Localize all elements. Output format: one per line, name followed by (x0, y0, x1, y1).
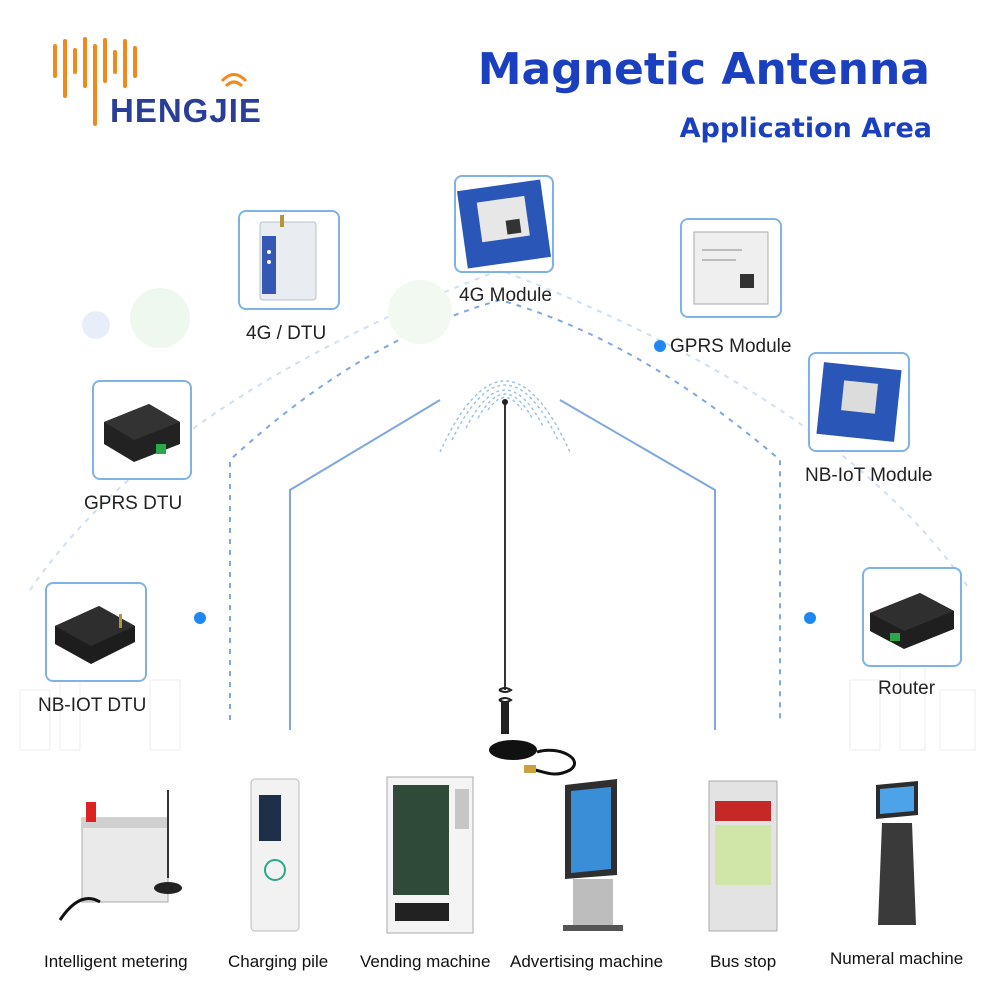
magnetic-antenna-icon (489, 399, 576, 776)
app-label-intelligent-metering: Intelligent metering (44, 952, 188, 971)
gprs-module-image (693, 231, 769, 305)
gprs-module-dot (654, 340, 666, 352)
brand-name: HENGJIE (110, 92, 262, 129)
router-card (862, 567, 962, 667)
numeral-machine-image (876, 781, 918, 925)
page-title: Magnetic Antenna (477, 44, 930, 95)
dtu-4g-card (238, 210, 340, 310)
module-4g-image (456, 179, 552, 269)
page-subtitle: Application Area (679, 113, 932, 144)
intelligent-metering-image (58, 790, 182, 921)
app-label-charging-pile: Charging pile (228, 952, 329, 971)
app-label-numeral-machine: Numeral machine (830, 949, 964, 968)
vending-machine-image (386, 776, 474, 934)
nbiot-module-card (808, 352, 910, 452)
app-label-advertising-machine: Advertising machine (510, 952, 664, 971)
nbiot-module-label: NB-IoT Module (805, 465, 933, 486)
nbiot-dtu-label: NB-IOT DTU (38, 695, 147, 716)
gprs-dtu-label: GPRS DTU (84, 493, 183, 514)
nbiot-module-image (816, 362, 902, 442)
nbiot-dtu-image (55, 606, 135, 664)
gprs-module-card (680, 218, 782, 318)
nbiot-dtu-dot (194, 612, 206, 624)
gprs-dtu-image (104, 404, 180, 462)
app-label-bus-stop: Bus stop (710, 952, 777, 971)
brand-logo (53, 37, 248, 126)
nbiot-dtu-card (45, 582, 147, 682)
dtu-4g-label: 4G / DTU (246, 323, 327, 344)
gprs-dtu-card (92, 380, 192, 480)
dtu-4g-image (259, 215, 317, 301)
bus-stop-image (708, 780, 778, 932)
router-dot (804, 612, 816, 624)
router-image (870, 593, 954, 649)
signal-waves-icon (439, 380, 571, 453)
app-label-vending-machine: Vending machine (360, 952, 491, 971)
module-4g-label: 4G Module (459, 285, 552, 306)
charging-pile-image (250, 778, 300, 932)
router-label: Router (878, 678, 936, 699)
advertising-machine-image (563, 779, 623, 931)
gprs-module-label: GPRS Module (670, 336, 792, 357)
module-4g-card (454, 175, 554, 273)
